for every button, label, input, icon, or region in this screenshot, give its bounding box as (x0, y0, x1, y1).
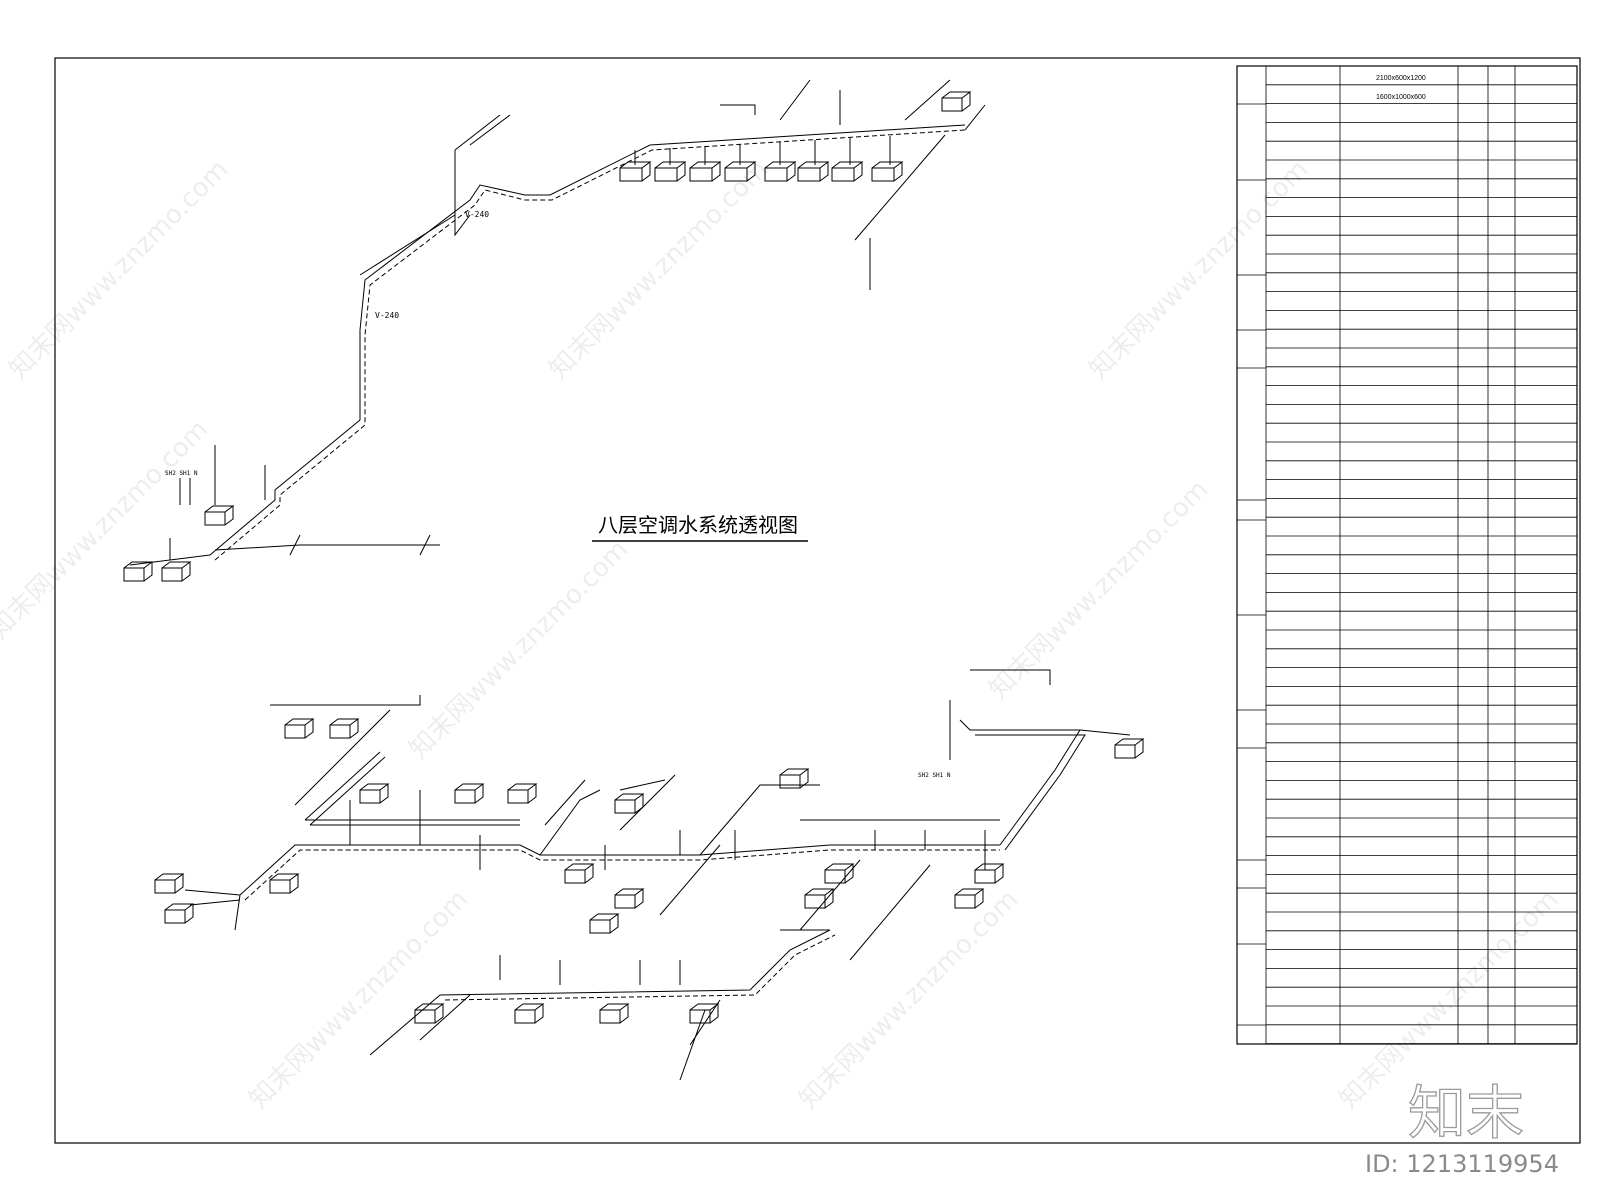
upper-left-fcus (123, 505, 235, 582)
watermark: 知末网www.znzmo.com (404, 534, 635, 765)
table-cell-spec-2: 1600x1000x600 (1376, 94, 1426, 101)
lower-piping-system (154, 669, 1145, 1081)
riser-tags-left: SH2 SH1 N (165, 470, 198, 477)
pipe-label-upper-v1: V-240 (465, 210, 489, 219)
watermark: 知末网www.znzmo.com (984, 474, 1215, 705)
upper-piping-system (123, 79, 986, 582)
watermark: 知末网www.znzmo.com (1084, 154, 1315, 385)
watermark: 知末网www.znzmo.com (4, 154, 235, 385)
upper-fcu-row (619, 91, 972, 182)
table-row-lines (1237, 84, 1577, 1044)
equipment-table (1236, 65, 1578, 1045)
table-cell-spec-1: 2100x600x1200 (1376, 75, 1426, 82)
lower-fcus (154, 718, 1145, 1024)
watermark: 知末网www.znzmo.com (794, 884, 1025, 1115)
drawing-border (54, 57, 1581, 1144)
riser-tags-right: SH2 SH1 N (918, 772, 951, 779)
watermark: 知末网www.znzmo.com (544, 154, 775, 385)
watermark-layer: 知末网www.znzmo.com 知末网www.znzmo.com 知末网www… (0, 154, 1564, 1115)
watermark: 知末网www.znzmo.com (0, 414, 214, 645)
watermark: 知末网www.znzmo.com (244, 884, 475, 1115)
image-id: ID: 1213119954 (1365, 1150, 1559, 1178)
drawing-title: 八层空调水系统透视图 (598, 513, 798, 537)
brand-logo: 知末 (1408, 1079, 1524, 1147)
pipe-label-upper-v2: V-240 (375, 311, 399, 320)
